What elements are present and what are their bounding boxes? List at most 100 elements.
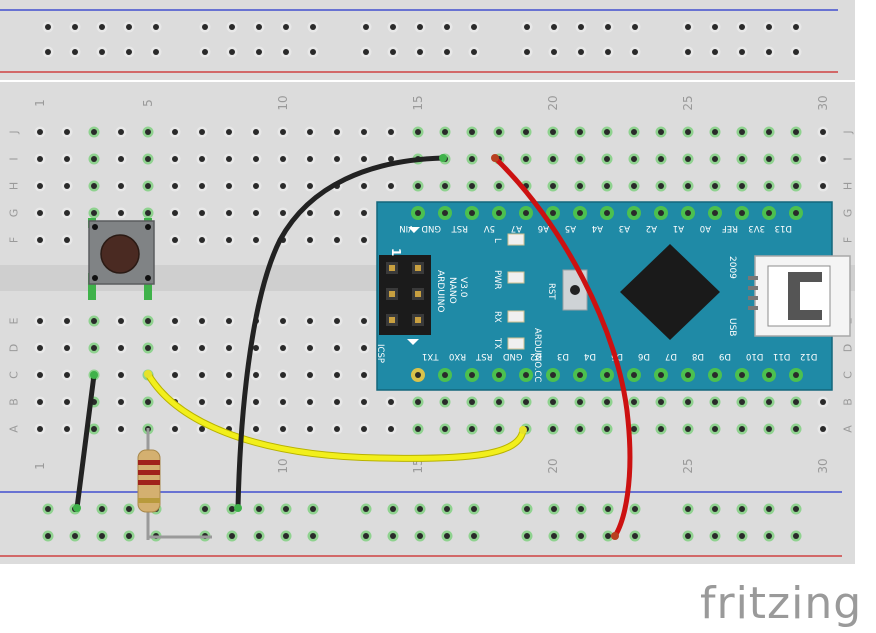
breadboard-hole	[64, 183, 70, 189]
wire-end	[439, 154, 447, 162]
rail-hole	[126, 506, 132, 512]
arduino-pin-hole	[604, 210, 610, 216]
column-number: 1	[33, 99, 47, 107]
rail-hole	[45, 506, 51, 512]
rail-hole	[72, 49, 78, 55]
arduino-pin-hole	[523, 210, 529, 216]
breadboard-hole	[334, 372, 340, 378]
breadboard-hole	[550, 399, 556, 405]
row-letter: J	[842, 130, 855, 134]
breadboard-hole	[712, 183, 718, 189]
breadboard-hole	[793, 426, 799, 432]
bottom-rail-holes	[42, 503, 802, 542]
rail-hole	[471, 24, 477, 30]
arduino-pin-hole	[739, 210, 745, 216]
breadboard-hole	[91, 183, 97, 189]
rail-hole	[471, 506, 477, 512]
black-wire-gnd[interactable]	[235, 155, 446, 511]
arduino-pin-label: REF	[722, 223, 738, 233]
breadboard-hole	[172, 183, 178, 189]
breadboard-hole	[766, 156, 772, 162]
row-letter: J	[8, 130, 21, 134]
breadboard-hole	[334, 345, 340, 351]
rail-hole	[551, 49, 557, 55]
rail-hole	[202, 24, 208, 30]
arduino-pin-label: A1	[673, 223, 684, 233]
breadboard-hole	[496, 426, 502, 432]
arduino-pin-labels: D133V3REFA0A1A2A3A4A5A6A75VRSTGNDVIND12D…	[399, 223, 817, 361]
model-line-2: NANO	[447, 277, 457, 304]
arduino-pin-hole	[631, 210, 637, 216]
breadboard-hole	[118, 183, 124, 189]
breadboard-hole	[334, 318, 340, 324]
breadboard-hole	[334, 426, 340, 432]
breadboard-hole	[37, 372, 43, 378]
rail-hole	[417, 506, 423, 512]
breadboard-hole	[469, 426, 475, 432]
breadboard-hole	[118, 345, 124, 351]
rail-hole	[229, 24, 235, 30]
breadboard-hole	[145, 345, 151, 351]
button-corner	[145, 224, 151, 230]
rail-hole	[99, 24, 105, 30]
breadboard-hole	[172, 372, 178, 378]
breadboard-hole	[604, 156, 610, 162]
breadboard-hole	[253, 129, 259, 135]
pushbutton[interactable]	[88, 218, 155, 300]
breadboard-hole	[253, 426, 259, 432]
breadboard-hole	[307, 129, 313, 135]
breadboard-hole	[280, 345, 286, 351]
breadboard-hole	[469, 183, 475, 189]
icsp-pins	[386, 262, 424, 326]
arduino-pin-label: D13	[775, 223, 792, 233]
breadboard-hole	[64, 399, 70, 405]
breadboard-hole	[307, 372, 313, 378]
wires	[73, 154, 633, 540]
arduino-pin-hole	[658, 210, 664, 216]
led-l	[507, 233, 525, 246]
arduino-nano[interactable]: D133V3REFA0A1A2A3A4A5A6A75VRSTGNDVIND12D…	[375, 201, 851, 391]
arduino-pin-label: D6	[638, 351, 650, 361]
breadboard-hole	[361, 156, 367, 162]
led-rx	[507, 310, 525, 323]
button-corner	[145, 275, 151, 281]
rail-hole	[739, 506, 745, 512]
arduino-pin-hole	[739, 372, 745, 378]
arduino-pin-hole	[415, 372, 421, 378]
icsp-pin	[389, 265, 395, 271]
rail-hole	[444, 49, 450, 55]
row-letter: I	[8, 157, 21, 160]
rail-hole	[283, 533, 289, 539]
breadboard-hole	[118, 426, 124, 432]
column-number: 25	[681, 458, 695, 473]
usb-pin	[748, 276, 758, 280]
breadboard-hole	[37, 129, 43, 135]
row-letter: I	[842, 157, 855, 160]
breadboard-hole	[415, 129, 421, 135]
wire-end	[234, 504, 242, 512]
breadboard-hole	[604, 426, 610, 432]
rail-hole	[417, 533, 423, 539]
rail-hole	[153, 49, 159, 55]
arduino-pin-hole	[793, 210, 799, 216]
rail-hole	[256, 506, 262, 512]
black-wire-button[interactable]	[74, 372, 97, 511]
breadboard-hole	[226, 372, 232, 378]
breadboard-hole	[199, 237, 205, 243]
yellow-wire[interactable]	[145, 371, 526, 461]
arduino-pin-label: A2	[646, 223, 657, 233]
wire-end	[90, 371, 98, 379]
column-number: 30	[816, 95, 830, 110]
rail-hole	[390, 49, 396, 55]
red-wire-5v[interactable]	[492, 155, 633, 539]
breadboard-hole	[442, 426, 448, 432]
breadboard-hole	[712, 129, 718, 135]
resistor[interactable]	[137, 428, 212, 540]
breadboard-hole	[469, 129, 475, 135]
breadboard-hole	[739, 183, 745, 189]
rail-hole	[229, 49, 235, 55]
breadboard-hole	[172, 210, 178, 216]
breadboard-hole	[631, 399, 637, 405]
arduino-pin-hole	[496, 372, 502, 378]
